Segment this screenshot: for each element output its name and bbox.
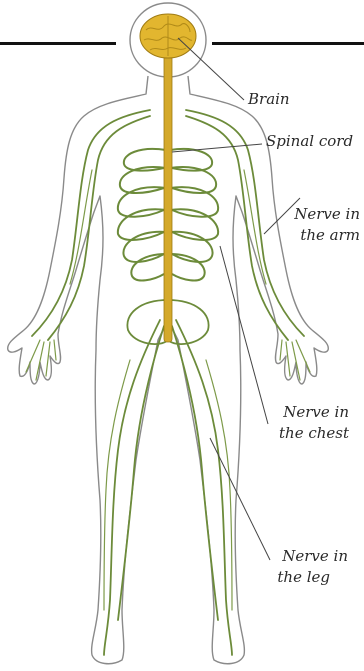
header-bar-left [0,42,116,45]
nerve-leg-label-line1: Nerve in [281,547,348,565]
nerve-chest-label-line2: the chest [279,424,350,442]
spinal-cord-label: Spinal cord [266,132,353,150]
brain-leader-line [178,38,244,100]
brain-label: Brain [247,90,290,108]
spinal-cord [164,52,172,342]
nerve-arm-label-line2: the arm [300,226,360,244]
leg-nerve-leader-line [210,438,270,560]
nerve-arm-label-line1: Nerve in [293,205,360,223]
leg-nerves [104,320,232,655]
header-bar-right [212,42,364,45]
nerve-chest-label-line1: Nerve in [282,403,349,421]
brain [140,14,196,58]
nerve-leg-label-line2: the leg [277,568,330,586]
